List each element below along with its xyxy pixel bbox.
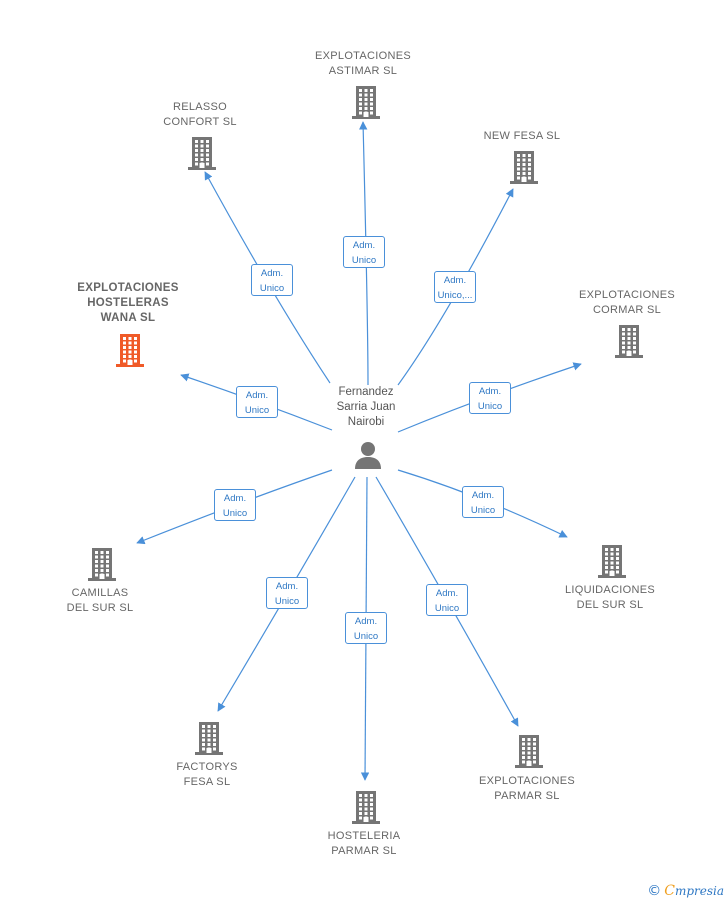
- building-icon[interactable]: [85, 546, 119, 587]
- building-icon[interactable]: [595, 543, 629, 584]
- role-badge[interactable]: Adm. Unico: [251, 264, 293, 296]
- role-badge[interactable]: Adm. Unico: [214, 489, 256, 521]
- company-label-factorys-fesa[interactable]: FACTORYS FESA SL: [176, 761, 238, 788]
- center-person-label[interactable]: Fernandez Sarria Juan Nairobi: [336, 386, 396, 428]
- role-badge[interactable]: Adm. Unico: [426, 584, 468, 616]
- building-icon[interactable]: [185, 135, 219, 176]
- company-label-explotaciones-hosteleras-wana[interactable]: EXPLOTACIONES HOSTELERAS WANA SL: [77, 282, 179, 324]
- role-badge[interactable]: Adm. Unico: [462, 486, 504, 518]
- edge-explotaciones-astimar: [358, 121, 369, 386]
- building-icon[interactable]: [349, 84, 383, 125]
- building-icon[interactable]: [192, 720, 226, 761]
- company-label-hosteleria-parmar[interactable]: HOSTELERIA PARMAR SL: [327, 830, 401, 857]
- empresia-brand[interactable]: ©Cmpresia: [647, 883, 724, 899]
- company-label-explotaciones-parmar[interactable]: EXPLOTACIONES PARMAR SL: [479, 775, 575, 802]
- copyright-icon: ©: [647, 883, 662, 899]
- company-label-camillas-del-sur[interactable]: CAMILLAS DEL SUR SL: [66, 587, 134, 614]
- role-badge[interactable]: Adm. Unico: [343, 236, 385, 268]
- building-icon[interactable]: [507, 149, 541, 190]
- building-icon[interactable]: [113, 332, 147, 373]
- role-badge[interactable]: Adm. Unico,...: [434, 271, 476, 303]
- role-badge[interactable]: Adm. Unico: [266, 577, 308, 609]
- building-icon[interactable]: [612, 323, 646, 364]
- company-label-explotaciones-cormar[interactable]: EXPLOTACIONES CORMAR SL: [579, 289, 675, 316]
- building-icon[interactable]: [512, 733, 546, 774]
- role-badge[interactable]: Adm. Unico: [236, 386, 278, 418]
- company-label-liquidaciones-del-sur[interactable]: LIQUIDACIONES DEL SUR SL: [564, 584, 656, 611]
- role-badge[interactable]: Adm. Unico: [469, 382, 511, 414]
- company-label-relasso-confort[interactable]: RELASSO CONFORT SL: [163, 101, 237, 128]
- company-label-explotaciones-astimar[interactable]: EXPLOTACIONES ASTIMAR SL: [315, 50, 411, 77]
- company-label-new-fesa[interactable]: NEW FESA SL: [483, 130, 561, 142]
- building-icon[interactable]: [349, 789, 383, 830]
- edge-new-fesa: [397, 188, 514, 386]
- role-badge[interactable]: Adm. Unico: [345, 612, 387, 644]
- person-icon[interactable]: [353, 440, 383, 470]
